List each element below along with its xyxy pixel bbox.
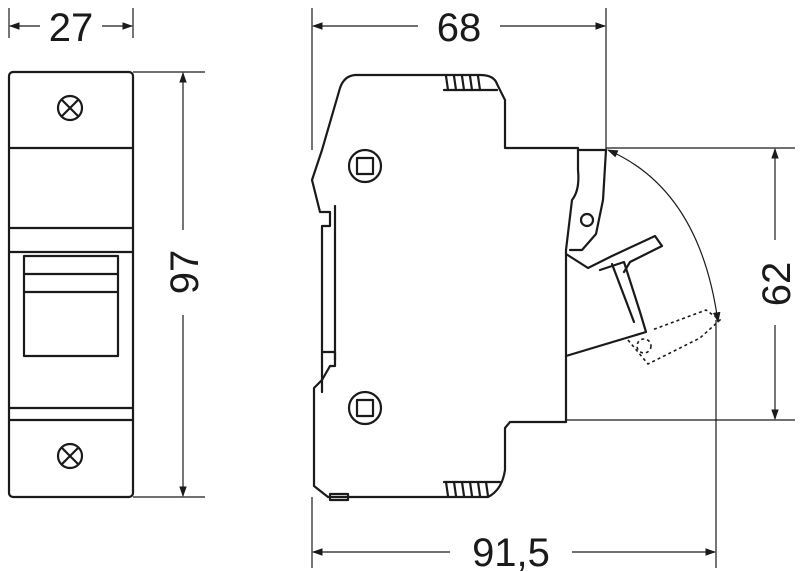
square-terminal-icon: [347, 148, 383, 184]
screw-terminal-icon: [56, 94, 84, 122]
dimension-total-depth: 91,5: [311, 320, 717, 572]
dimension-label-side-depth: 68: [437, 6, 482, 50]
dimension-side-depth: 68: [311, 6, 607, 150]
dimension-label-total-depth: 91,5: [472, 531, 550, 572]
dimension-label-side-height: 62: [755, 262, 799, 307]
dimension-front-height: 97: [133, 71, 207, 498]
front-body-outline: [7, 70, 135, 499]
dimension-label-front-width: 27: [49, 6, 94, 50]
vent-ribs-top: [442, 74, 499, 92]
din-clip-foot: [328, 492, 350, 502]
front-view: [7, 70, 135, 499]
screw-terminal-icon: [56, 442, 84, 470]
handle-swing-arc: [607, 149, 721, 324]
dimension-label-front-height: 97: [163, 250, 207, 295]
square-terminal-icon: [347, 390, 383, 426]
fuse-carrier-handle: [564, 148, 664, 358]
vent-ribs-bottom: [442, 480, 502, 498]
side-body-outline: [310, 73, 580, 499]
dimension-side-height: 62: [566, 147, 799, 421]
front-carrier-window: [22, 254, 120, 358]
handle-closed-position-dashed: [627, 309, 722, 365]
side-view: [310, 73, 722, 502]
dimension-front-width: 27: [8, 6, 134, 50]
